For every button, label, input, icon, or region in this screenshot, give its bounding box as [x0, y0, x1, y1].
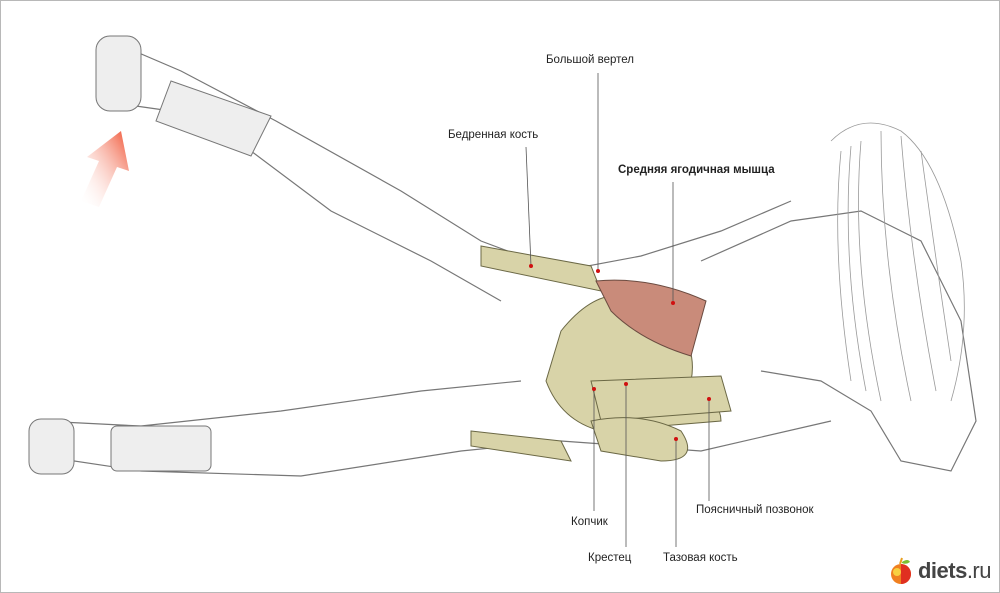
watermark-tld: .ru: [966, 558, 992, 583]
label-pelvic-bone: Тазовая кость: [663, 552, 738, 564]
label-greater-trochanter: Большой вертел: [546, 54, 635, 66]
gluteus-medius-muscle: [595, 279, 707, 357]
leader-lines: [525, 73, 710, 547]
shoes-drawing: [28, 35, 272, 475]
label-lumbar-vertebra: Поясничный позвонок: [696, 504, 814, 516]
lift-direction-arrow: [81, 131, 129, 207]
hair-drawing: [830, 122, 965, 402]
label-markers: [529, 264, 711, 441]
label-femur: Бедренная кость: [448, 129, 539, 141]
watermark-brand: diets: [917, 558, 967, 583]
diets-watermark: diets.ru: [888, 556, 992, 586]
label-coccyx: Копчик: [571, 516, 608, 528]
label-gluteus-medius: Средняя ягодичная мышца: [618, 164, 775, 176]
apple-logo-icon: [890, 557, 911, 584]
label-sacrum: Крестец: [588, 552, 632, 564]
